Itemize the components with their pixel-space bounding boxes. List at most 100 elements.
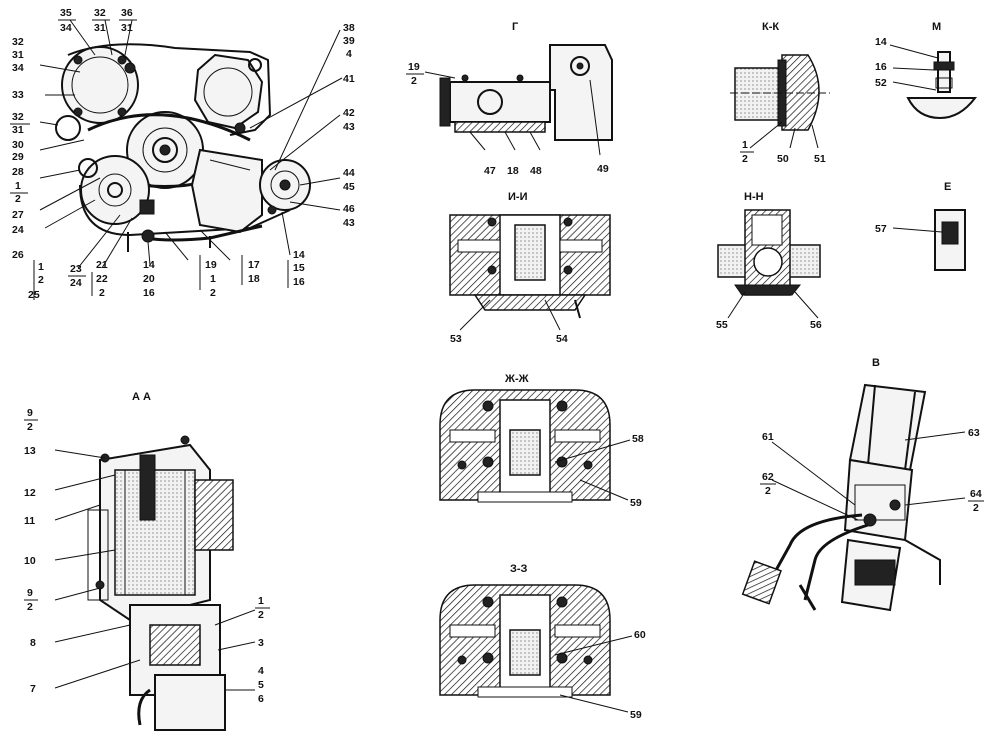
label-18: 18 <box>507 165 519 177</box>
label-18: 18 <box>248 273 260 285</box>
main-view-drawing <box>33 19 343 300</box>
label-17: 17 <box>248 259 260 271</box>
label-16: 16 <box>875 61 887 73</box>
label-19: 19 <box>408 61 420 73</box>
label-57: 57 <box>875 223 887 235</box>
main-view-labels: 35 34 32 31 36 31 32 31 34 33 32 31 30 2… <box>10 7 355 301</box>
label-2: 2 <box>38 274 44 286</box>
label-25: 25 <box>28 289 40 301</box>
view-nn-title: Н-Н <box>744 191 764 203</box>
label-24: 24 <box>70 277 82 289</box>
label-29: 29 <box>12 151 24 163</box>
view-e-labels: 57 <box>875 223 887 235</box>
view-zz-labels: 60 59 <box>630 629 646 721</box>
view-v-labels: 61 62 2 63 64 2 <box>760 427 984 514</box>
label-2: 2 <box>210 287 216 299</box>
label-51: 51 <box>814 153 826 165</box>
label-54: 54 <box>556 333 568 345</box>
label-56: 56 <box>810 319 822 331</box>
view-m-labels: 14 16 52 <box>875 36 887 89</box>
label-46: 46 <box>343 203 355 215</box>
label-2: 2 <box>411 75 417 87</box>
view-v-title: В <box>872 357 880 369</box>
view-aa-labels: 9 2 13 12 11 10 9 2 8 7 1 2 3 4 5 6 <box>24 407 270 705</box>
view-kk-drawing: К-К <box>730 21 830 149</box>
label-14: 14 <box>293 249 305 261</box>
label-34: 34 <box>60 22 72 34</box>
label-34: 34 <box>12 62 24 74</box>
label-1: 1 <box>210 273 216 285</box>
label-19: 19 <box>205 259 217 271</box>
label-16: 16 <box>293 276 305 288</box>
label-32: 32 <box>12 36 24 48</box>
label-21: 21 <box>96 259 108 271</box>
label-48: 48 <box>530 165 542 177</box>
view-zhzh-title: Ж-Ж <box>504 373 529 385</box>
view-kk-title: К-К <box>762 21 779 33</box>
label-22: 22 <box>96 273 108 285</box>
label-15: 15 <box>293 262 305 274</box>
label-53: 53 <box>450 333 462 345</box>
label-31: 31 <box>94 22 106 34</box>
label-27: 27 <box>12 209 24 221</box>
label-23: 23 <box>70 263 82 275</box>
label-47: 47 <box>484 165 496 177</box>
label-52: 52 <box>875 77 887 89</box>
label-59: 59 <box>630 497 642 509</box>
view-m-drawing: М <box>889 21 978 120</box>
label-3: 3 <box>258 637 264 649</box>
label-43: 43 <box>343 121 355 133</box>
label-2: 2 <box>27 601 33 613</box>
label-39: 39 <box>343 35 355 47</box>
label-58: 58 <box>632 433 644 445</box>
view-g-title: Г <box>512 21 519 33</box>
label-1: 1 <box>742 139 748 151</box>
label-10: 10 <box>24 555 36 567</box>
label-44: 44 <box>343 167 355 179</box>
label-61: 61 <box>762 431 774 443</box>
label-64: 64 <box>970 488 982 500</box>
label-4: 4 <box>258 665 264 677</box>
label-6: 6 <box>258 693 264 705</box>
label-31: 31 <box>12 124 24 136</box>
label-2: 2 <box>765 485 771 497</box>
view-v-drawing: В <box>741 357 966 612</box>
label-26: 26 <box>12 249 24 261</box>
label-7: 7 <box>30 683 36 695</box>
label-13: 13 <box>24 445 36 457</box>
label-5: 5 <box>258 679 264 691</box>
label-16: 16 <box>143 287 155 299</box>
label-1: 1 <box>38 261 44 273</box>
label-30: 30 <box>12 139 24 151</box>
view-nn-drawing: Н-Н <box>717 191 821 319</box>
label-62: 62 <box>762 471 774 483</box>
label-42: 42 <box>343 107 355 119</box>
label-2: 2 <box>258 609 264 621</box>
view-nn-labels: 55 56 <box>716 319 822 331</box>
label-4: 4 <box>346 48 352 60</box>
label-55: 55 <box>716 319 728 331</box>
label-59: 59 <box>630 709 642 721</box>
label-28: 28 <box>12 166 24 178</box>
label-12: 12 <box>24 487 36 499</box>
view-kk-labels: 1 2 50 51 <box>740 139 826 165</box>
label-60: 60 <box>634 629 646 641</box>
label-41: 41 <box>343 73 355 85</box>
label-32: 32 <box>12 111 24 123</box>
label-1: 1 <box>15 180 21 192</box>
label-50: 50 <box>777 153 789 165</box>
view-g-drawing: Г <box>424 21 613 156</box>
label-20: 20 <box>143 273 155 285</box>
view-aa-drawing: А А <box>54 391 256 731</box>
label-35: 35 <box>60 7 72 19</box>
label-49: 49 <box>597 163 609 175</box>
label-9: 9 <box>27 587 33 599</box>
label-14: 14 <box>875 36 887 48</box>
label-8: 8 <box>30 637 36 649</box>
view-aa-title: А А <box>132 391 151 403</box>
view-e-drawing: Е <box>892 181 966 271</box>
view-zhzh-drawing: Ж-Ж <box>439 373 631 503</box>
label-2: 2 <box>99 287 105 299</box>
label-31: 31 <box>121 22 133 34</box>
